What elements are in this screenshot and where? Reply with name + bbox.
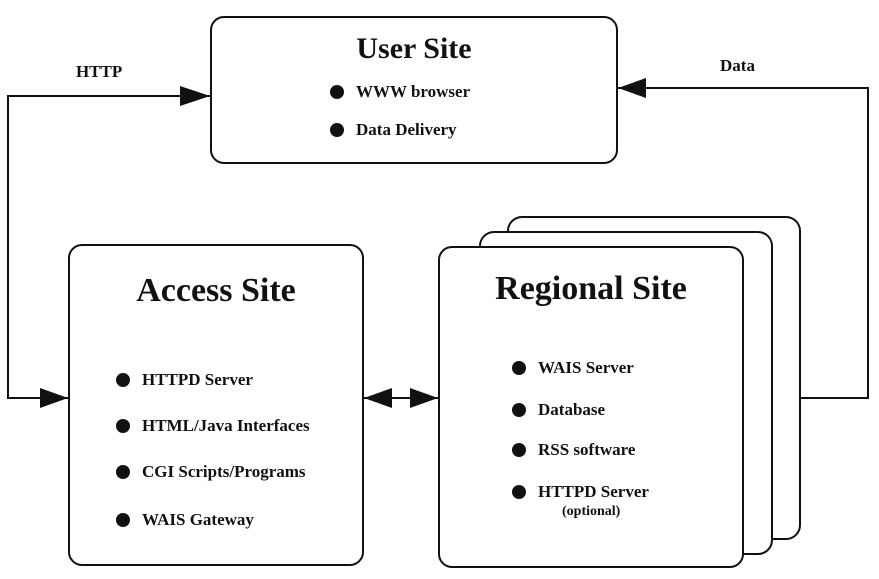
http-label: HTTP <box>76 62 123 81</box>
bullet-icon <box>330 123 344 137</box>
regional-site-item-label: Database <box>538 400 606 419</box>
http-arrowhead-access <box>40 388 68 408</box>
regional-site-optional-note: (optional) <box>562 504 621 519</box>
left-arrowhead <box>364 388 392 408</box>
access-site-item: HTML/Java Interfaces <box>116 416 310 436</box>
bullet-icon <box>116 513 130 527</box>
bullet-icon <box>512 361 526 375</box>
regional-site-item: RSS software <box>512 440 635 460</box>
access-site-item-label: HTML/Java Interfaces <box>142 416 310 435</box>
user-site-item: WWW browser <box>330 82 470 102</box>
user-site-title: User Site <box>356 32 472 65</box>
regional-site-item: WAIS Server <box>512 358 634 378</box>
access-site-box: Access Site HTTPD Server HTML/Java Inter… <box>68 244 364 566</box>
access-site-item: HTTPD Server <box>116 370 253 390</box>
regional-site-item-label: RSS software <box>538 440 636 459</box>
user-site-item-label: WWW browser <box>356 82 471 101</box>
regional-site-item-label: WAIS Server <box>538 358 634 377</box>
access-site-item-label: HTTPD Server <box>142 370 253 389</box>
data-label: Data <box>720 56 755 75</box>
access-site-item-label: CGI Scripts/Programs <box>142 462 306 481</box>
access-site-title: Access Site <box>136 272 296 309</box>
bullet-icon <box>512 485 526 499</box>
user-site-box: User Site WWW browser Data Delivery <box>210 16 618 164</box>
access-site-item-label: WAIS Gateway <box>142 510 254 529</box>
http-arrowhead <box>180 86 210 106</box>
regional-site-item: HTTPD Server <box>512 482 649 502</box>
access-site-item: WAIS Gateway <box>116 510 254 530</box>
regional-site-box: Regional Site WAIS Server Database RSS s… <box>438 246 744 568</box>
right-arrowhead <box>410 388 438 408</box>
bullet-icon <box>116 419 130 433</box>
bullet-icon <box>116 465 130 479</box>
regional-site-item: Database <box>512 400 605 420</box>
bullet-icon <box>512 403 526 417</box>
user-site-item: Data Delivery <box>330 120 457 140</box>
data-arrowhead <box>618 78 646 98</box>
regional-site-title: Regional Site <box>495 270 687 307</box>
user-site-item-label: Data Delivery <box>356 120 457 139</box>
access-site-item: CGI Scripts/Programs <box>116 462 306 482</box>
bullet-icon <box>116 373 130 387</box>
bullet-icon <box>330 85 344 99</box>
data-connector <box>618 87 869 399</box>
regional-site-item-label: HTTPD Server <box>538 482 649 501</box>
http-connector <box>7 95 210 399</box>
bullet-icon <box>512 443 526 457</box>
